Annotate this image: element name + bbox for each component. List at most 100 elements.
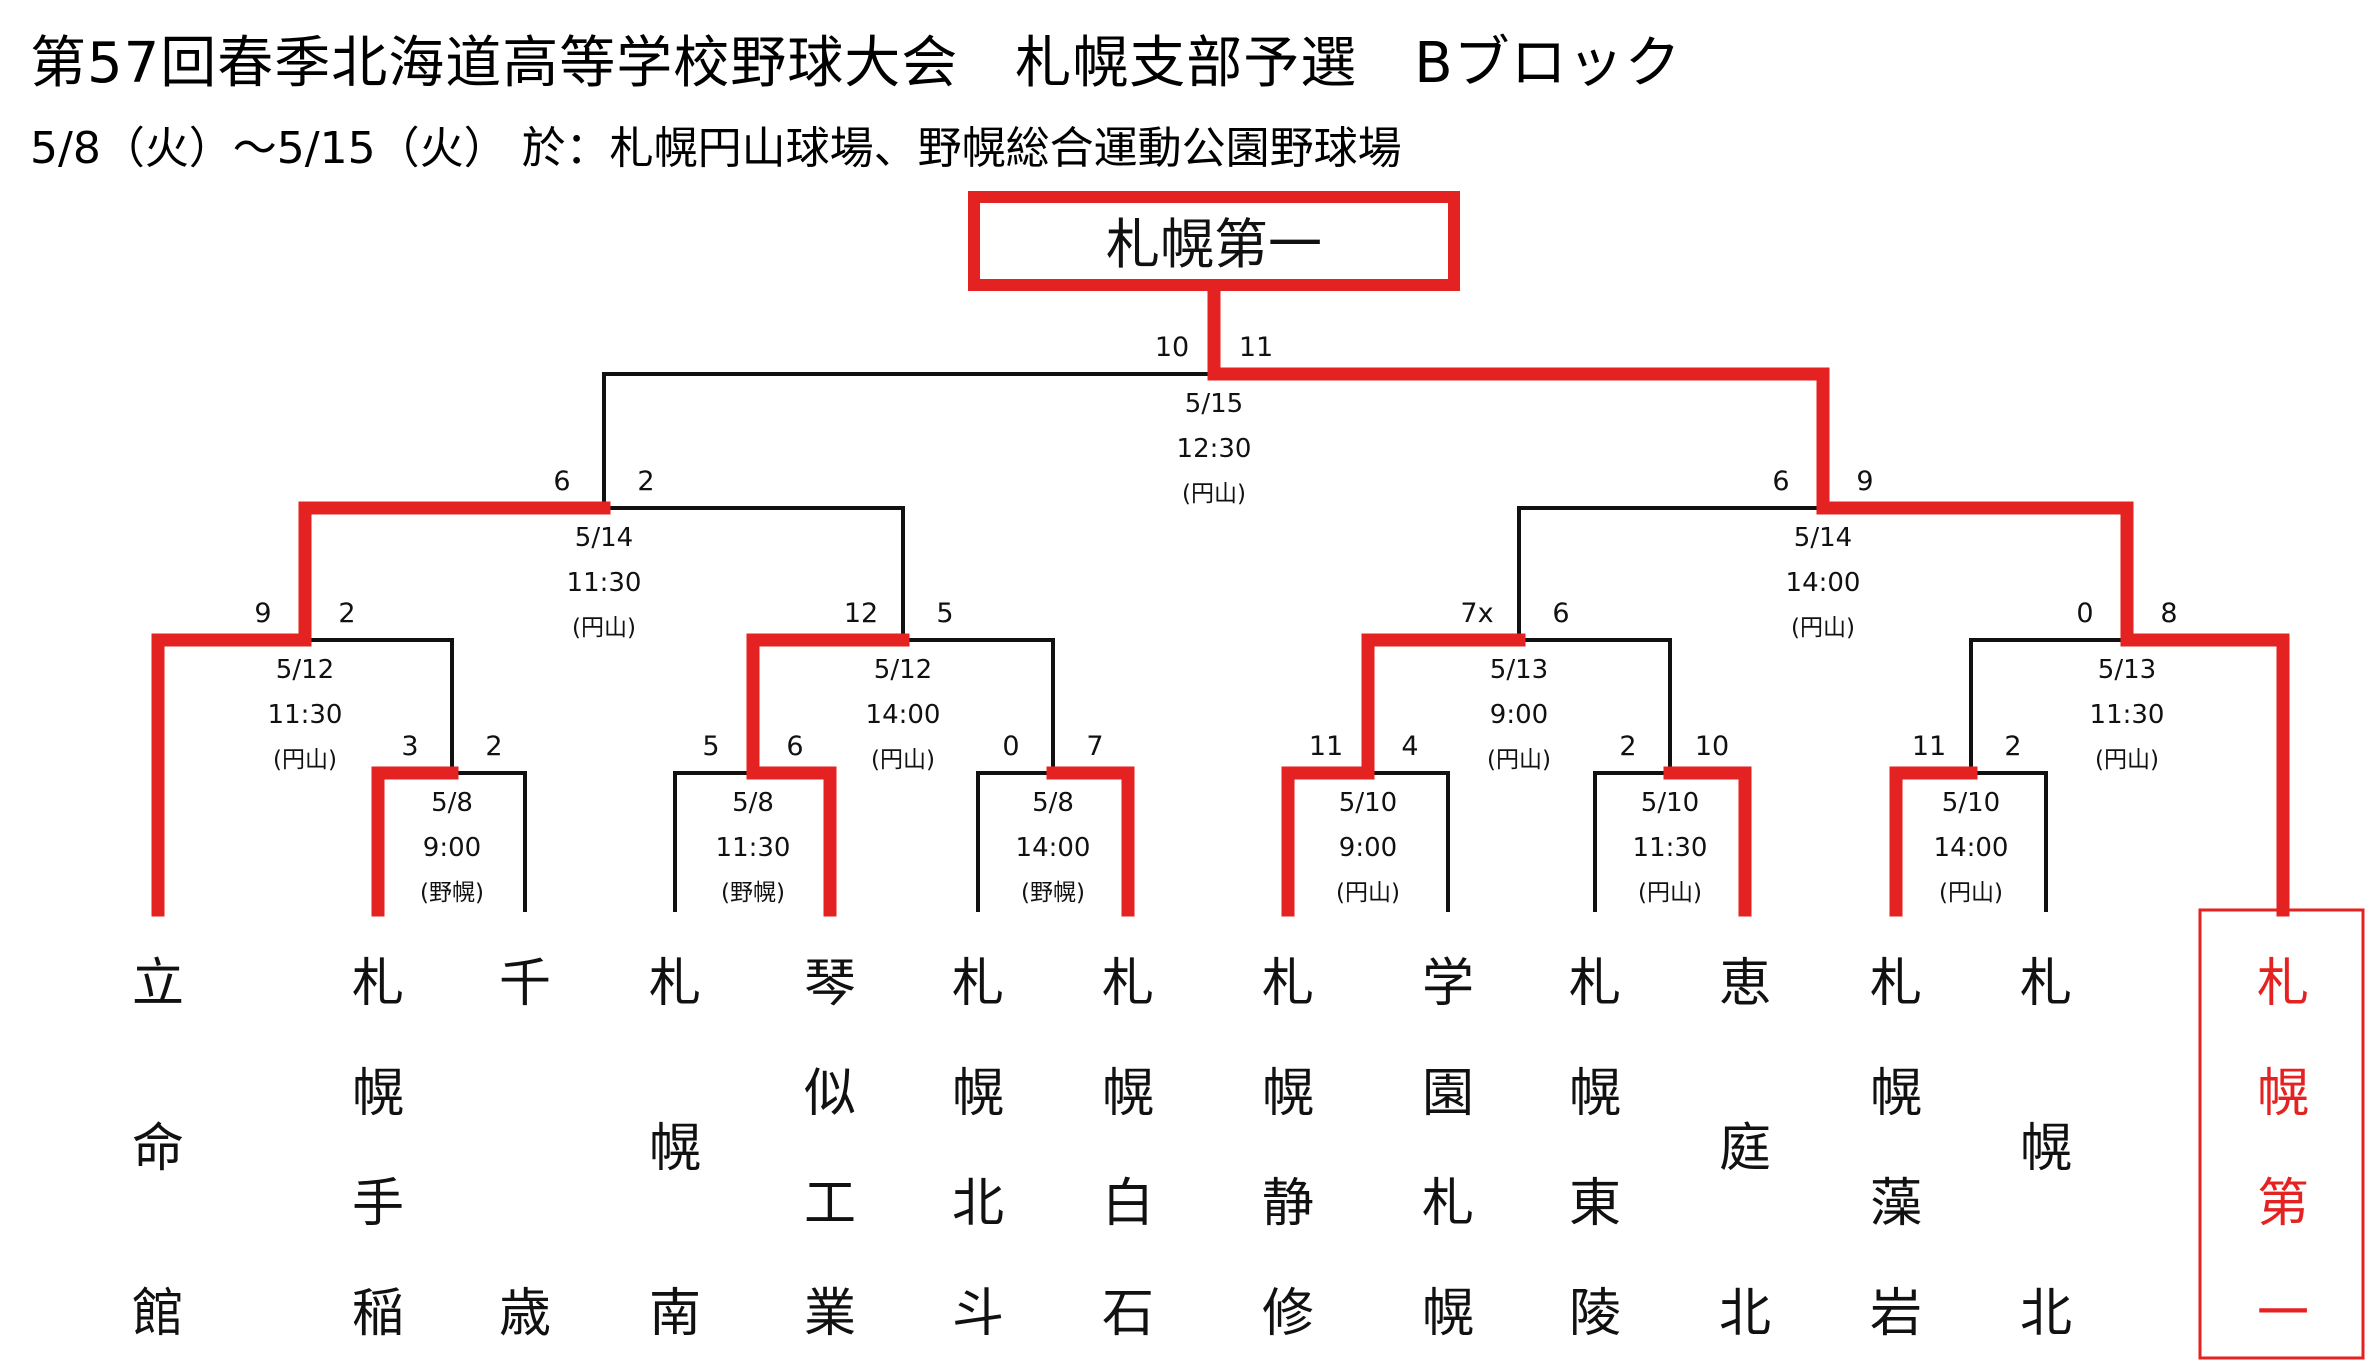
sfa-left-score: 6 xyxy=(553,466,570,497)
r1b-left-score: 5 xyxy=(702,731,719,762)
team-13-char-2: 第 xyxy=(2257,1174,2309,1234)
team-11-name: 札幌藻岩 xyxy=(1870,954,1922,1344)
r2b-venue: (円山) xyxy=(871,747,935,773)
r1a-left-score: 3 xyxy=(401,731,418,762)
team-11-char-0: 札 xyxy=(1870,954,1922,1014)
r2c-left-score: 7x xyxy=(1460,598,1493,629)
r1d-time: 9:00 xyxy=(1339,833,1397,863)
team-4-char-0: 琴 xyxy=(804,954,856,1014)
team-12-char-1: 幌 xyxy=(2020,1119,2072,1179)
r2d-time: 11:30 xyxy=(2090,700,2165,730)
team-8-char-2: 札 xyxy=(1422,1174,1474,1234)
team-9-char-3: 陵 xyxy=(1569,1284,1621,1344)
team-12-name: 札幌北 xyxy=(2020,954,2072,1344)
team-5-char-3: 斗 xyxy=(952,1284,1004,1344)
team-0-name: 立命館 xyxy=(132,954,184,1344)
r2c-right-score: 6 xyxy=(1552,598,1569,629)
team-8-name: 学園札幌 xyxy=(1422,954,1474,1344)
team-5-name: 札幌北斗 xyxy=(952,954,1004,1344)
team-3-name: 札幌南 xyxy=(649,954,701,1344)
final-time: 12:30 xyxy=(1177,434,1252,464)
r1a-date: 5/8 xyxy=(431,788,473,818)
r1c-left-score: 0 xyxy=(1002,731,1019,762)
sfa-date: 5/14 xyxy=(575,523,633,553)
team-12-char-2: 北 xyxy=(2020,1284,2072,1344)
sfb-right-score: 9 xyxy=(1856,466,1873,497)
team-3-char-1: 幌 xyxy=(649,1119,701,1179)
team-0-char-0: 立 xyxy=(132,954,184,1014)
team-1-char-3: 稲 xyxy=(352,1284,404,1344)
final-right-score: 11 xyxy=(1239,332,1273,363)
r1d-left-score: 11 xyxy=(1309,731,1343,762)
r1f-venue: (円山) xyxy=(1939,880,2003,906)
team-7-char-3: 修 xyxy=(1262,1284,1314,1344)
r1e-date: 5/10 xyxy=(1641,788,1699,818)
team-8-char-0: 学 xyxy=(1422,954,1474,1014)
r1f-right-score: 2 xyxy=(2004,731,2021,762)
r1d-venue: (円山) xyxy=(1336,880,1400,906)
r1f-left-score: 11 xyxy=(1912,731,1946,762)
r1f-date: 5/10 xyxy=(1942,788,2000,818)
team-4-char-2: 工 xyxy=(804,1174,856,1234)
r1c-time: 14:00 xyxy=(1016,833,1091,863)
r2c-venue: (円山) xyxy=(1487,747,1551,773)
team-9-char-0: 札 xyxy=(1569,954,1621,1014)
team-11-char-2: 藻 xyxy=(1870,1174,1922,1234)
r2d-right-score: 8 xyxy=(2160,598,2177,629)
r1e-venue: (円山) xyxy=(1638,880,1702,906)
team-13-char-3: 一 xyxy=(2257,1284,2309,1344)
r1e-left-score: 2 xyxy=(1619,731,1636,762)
team-13-char-0: 札 xyxy=(2257,954,2309,1014)
r2b-right-score: 5 xyxy=(936,598,953,629)
team-6-char-1: 幌 xyxy=(1102,1064,1154,1124)
team-1-char-2: 手 xyxy=(352,1174,404,1234)
r1c-right-score: 7 xyxy=(1086,731,1103,762)
team-12-char-0: 札 xyxy=(2020,954,2072,1014)
team-8-char-1: 園 xyxy=(1422,1064,1474,1124)
team-5-char-1: 幌 xyxy=(952,1064,1004,1124)
final-date: 5/15 xyxy=(1185,389,1243,419)
team-4-char-1: 似 xyxy=(804,1064,856,1124)
r1a-time: 9:00 xyxy=(423,833,481,863)
r1d-date: 5/10 xyxy=(1339,788,1397,818)
final-left-score: 10 xyxy=(1155,332,1189,363)
team-9-name: 札幌東陵 xyxy=(1569,954,1621,1344)
team-7-char-2: 静 xyxy=(1262,1174,1314,1234)
team-6-char-3: 石 xyxy=(1102,1284,1154,1344)
champion-team-box xyxy=(2198,908,2365,1360)
r1b-right-score: 6 xyxy=(786,731,803,762)
final-venue: (円山) xyxy=(1182,481,1246,507)
team-9-char-2: 東 xyxy=(1569,1174,1621,1234)
r2a-date: 5/12 xyxy=(276,655,334,685)
sfb-left-score: 6 xyxy=(1772,466,1789,497)
r1c-date: 5/8 xyxy=(1032,788,1074,818)
r2c-time: 9:00 xyxy=(1490,700,1548,730)
sfa-venue: (円山) xyxy=(572,615,636,641)
r2d-date: 5/13 xyxy=(2098,655,2156,685)
bracket-labels: 3 2 5/8 9:00 (野幌) 5 6 5/8 11:30 (野幌) 0 7 5/8 14:00 (野幌… xyxy=(132,213,2309,1344)
r1f-time: 14:00 xyxy=(1934,833,2009,863)
sfa-time: 11:30 xyxy=(567,568,642,598)
team-1-name: 札幌手稲 xyxy=(352,954,404,1344)
r2a-right-score: 2 xyxy=(338,598,355,629)
team-7-char-0: 札 xyxy=(1262,954,1314,1014)
sfb-venue: (円山) xyxy=(1791,615,1855,641)
r1b-date: 5/8 xyxy=(732,788,774,818)
team-13-name: 札幌第一 xyxy=(2257,954,2309,1344)
team-2-name: 千歳 xyxy=(499,954,551,1344)
team-10-char-1: 庭 xyxy=(1719,1119,1771,1179)
r1a-venue: (野幌) xyxy=(420,880,484,906)
team-3-char-0: 札 xyxy=(649,954,701,1014)
team-8-char-3: 幌 xyxy=(1422,1284,1474,1344)
r2b-left-score: 12 xyxy=(844,598,878,629)
r1b-venue: (野幌) xyxy=(721,880,785,906)
r1c-venue: (野幌) xyxy=(1021,880,1085,906)
team-2-char-1: 歳 xyxy=(499,1284,551,1344)
team-6-char-2: 白 xyxy=(1102,1174,1154,1234)
champion-box xyxy=(968,191,1460,291)
r1e-right-score: 10 xyxy=(1695,731,1729,762)
team-10-name: 恵庭北 xyxy=(1719,954,1771,1344)
team-10-char-2: 北 xyxy=(1719,1284,1771,1344)
team-6-char-0: 札 xyxy=(1102,954,1154,1014)
